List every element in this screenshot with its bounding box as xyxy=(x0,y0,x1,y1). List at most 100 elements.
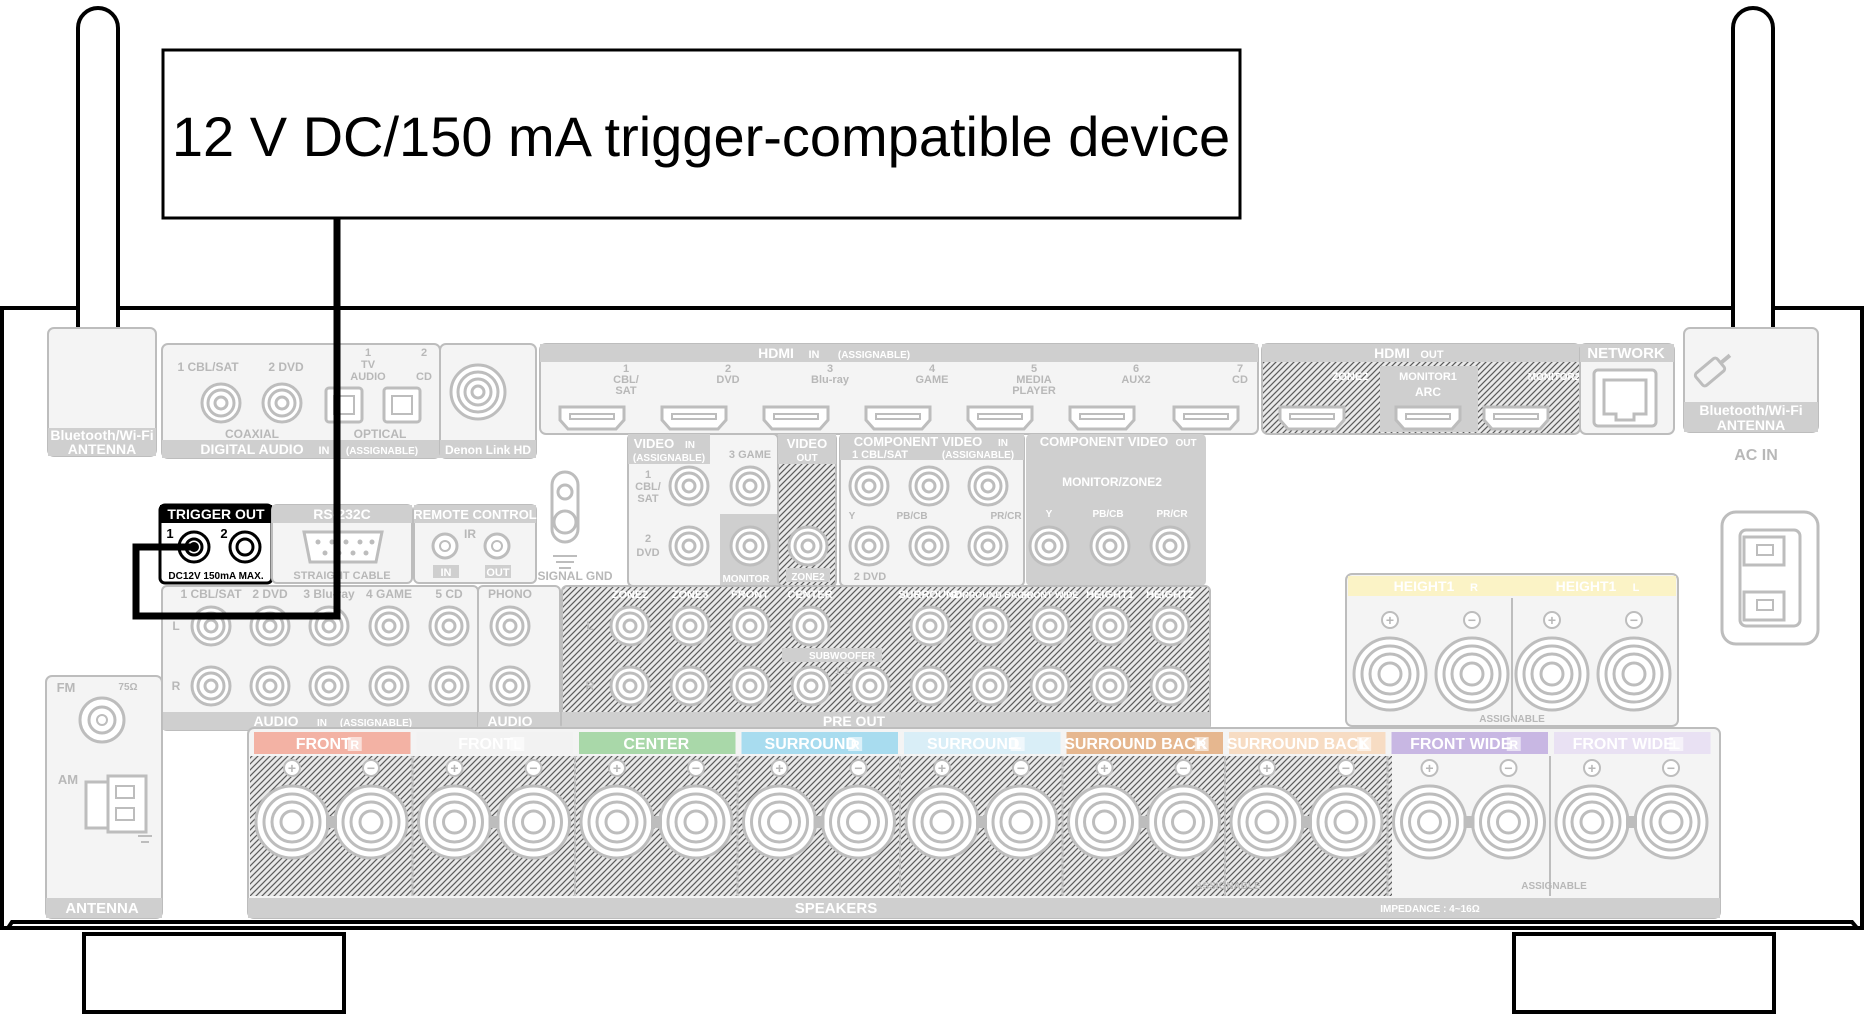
speaker-7-plus-post[interactable] xyxy=(1229,784,1305,860)
signal-gnd-terminal[interactable] xyxy=(550,470,580,569)
speaker-3-minus-post[interactable] xyxy=(658,784,734,860)
component-in-1-pb-jack[interactable] xyxy=(908,465,950,507)
component-in-2-pr-jack[interactable] xyxy=(967,525,1009,567)
network-port[interactable] xyxy=(1592,368,1658,428)
remote-out-jack[interactable] xyxy=(483,532,511,560)
speaker-8-plus-post[interactable] xyxy=(1392,784,1467,860)
component-in-1-pr-jack[interactable] xyxy=(967,465,1009,507)
hdmi-in-3-port[interactable] xyxy=(762,405,830,431)
speaker-4-minus-post[interactable] xyxy=(821,784,896,860)
video-out-zone2-jack[interactable] xyxy=(787,525,829,567)
height-post-2[interactable] xyxy=(1434,636,1510,712)
speaker-6-minus-post[interactable] xyxy=(1146,784,1221,860)
pre-out-5-l-jack[interactable] xyxy=(909,605,951,647)
component-in-2-pb-jack[interactable] xyxy=(908,525,950,567)
pre-out-1-r-jack[interactable] xyxy=(609,665,651,707)
phono-r-jack[interactable] xyxy=(489,665,531,707)
pre-out-4-l-jack[interactable] xyxy=(789,605,831,647)
pre-out-8-l-jack[interactable] xyxy=(1089,605,1131,647)
hdmi-in-1-port[interactable] xyxy=(558,405,626,431)
speaker-8-minus-post[interactable] xyxy=(1471,784,1546,860)
pre-out-9-r-jack[interactable] xyxy=(1149,665,1191,707)
component-out-title: COMPONENT VIDEO xyxy=(1040,434,1169,449)
pre-out-3-l-jack[interactable] xyxy=(729,605,771,647)
speaker-4-plus-post[interactable] xyxy=(742,784,817,860)
audio-in-1-r-jack[interactable] xyxy=(190,665,232,707)
video-out-monitor-jack[interactable] xyxy=(729,525,771,567)
speaker-5-plus-post[interactable] xyxy=(904,784,980,860)
speaker-9-plus-post[interactable] xyxy=(1554,784,1630,860)
audio-in-5-r-jack[interactable] xyxy=(428,665,470,707)
height-post-3[interactable] xyxy=(1514,636,1590,712)
speaker-7-side: L xyxy=(1360,738,1367,752)
coaxial-jack-1[interactable] xyxy=(200,382,242,424)
audio-in-5-l-jack[interactable] xyxy=(428,605,470,647)
speaker-2-minus-sign: − xyxy=(529,760,537,776)
audio-in-2-r-jack[interactable] xyxy=(249,665,291,707)
optical-jack-1[interactable] xyxy=(324,386,364,424)
pre-out-5-r-jack[interactable] xyxy=(909,665,951,707)
pre-out-7-r-jack[interactable] xyxy=(1029,665,1071,707)
signal-gnd-label: SIGNAL GND xyxy=(537,569,612,583)
coaxial-jack-2[interactable] xyxy=(261,382,303,424)
optical-label: OPTICAL xyxy=(354,427,407,441)
pre-out-7-l-jack[interactable] xyxy=(1029,605,1071,647)
trigger-device-label: 12 V DC/150 mA trigger-compatible device xyxy=(172,105,1230,168)
speaker-3-plus-icon: + xyxy=(608,759,626,777)
pre-out-2-l-jack[interactable] xyxy=(669,605,711,647)
remote-in-jack[interactable] xyxy=(431,532,459,560)
pre-out-9-l-jack[interactable] xyxy=(1149,605,1191,647)
phono-l-jack[interactable] xyxy=(489,605,531,647)
pre-out-8-r-jack[interactable] xyxy=(1089,665,1131,707)
speaker-6-plus-post[interactable] xyxy=(1067,784,1142,860)
hdmi-out-zone2-port[interactable] xyxy=(1278,405,1346,431)
speaker-1-plus-post[interactable] xyxy=(254,784,330,860)
speaker-1-minus-post[interactable] xyxy=(333,784,409,860)
audio-in-4-r-jack[interactable] xyxy=(368,665,410,707)
pre-out-6-r-jack[interactable] xyxy=(969,665,1011,707)
optical-jack-2[interactable] xyxy=(382,386,422,424)
hdmi-out-monitor2-port[interactable] xyxy=(1482,405,1550,431)
pre-out-1-l-jack[interactable] xyxy=(609,605,651,647)
speaker-9-minus-post[interactable] xyxy=(1633,784,1709,860)
audio-in-3-r-jack[interactable] xyxy=(308,665,350,707)
component-in-2-y-jack[interactable] xyxy=(848,525,890,567)
hdmi-out-monitor1-port[interactable] xyxy=(1394,405,1462,431)
speaker-8-plus-icon: + xyxy=(1420,759,1439,777)
denon-link-jack[interactable] xyxy=(449,363,507,421)
speaker-2-minus-post[interactable] xyxy=(496,784,571,860)
video-in-tag: IN xyxy=(685,440,695,451)
pre-out-6-l-jack[interactable] xyxy=(969,605,1011,647)
video-in-jack-3[interactable] xyxy=(729,465,771,507)
hdmi-in-4-port[interactable] xyxy=(864,405,932,431)
speaker-5-minus-post[interactable] xyxy=(983,784,1059,860)
component-out-pb-jack[interactable] xyxy=(1089,525,1131,567)
speaker-3-plus-post[interactable] xyxy=(579,784,655,860)
fm-antenna-jack[interactable] xyxy=(78,696,126,744)
subwoofer-1-jack[interactable] xyxy=(790,665,832,707)
trigger-out-jack-2[interactable] xyxy=(228,530,262,564)
component-in-1-y-jack[interactable] xyxy=(848,465,890,507)
video-in-jack-2[interactable] xyxy=(668,525,710,567)
pre-out-3-r-jack[interactable] xyxy=(729,665,771,707)
component-out-pr-jack[interactable] xyxy=(1149,525,1191,567)
speaker-7-minus-post[interactable] xyxy=(1308,784,1384,860)
hdmi-in-7-port[interactable] xyxy=(1172,405,1240,431)
subwoofer-2-jack[interactable] xyxy=(849,665,891,707)
height-minus-sign: − xyxy=(1630,612,1638,628)
rs232c-port[interactable] xyxy=(302,530,384,564)
pre-out-r-mark: R xyxy=(586,679,595,693)
height-post-1[interactable] xyxy=(1352,636,1428,712)
hdmi-in-6-port[interactable] xyxy=(1068,405,1136,431)
hdmi-in-2-port[interactable] xyxy=(660,405,728,431)
height-post-4[interactable] xyxy=(1596,636,1672,712)
video-in-jack-1[interactable] xyxy=(668,465,710,507)
pre-out-1-label: ZONE2 xyxy=(612,589,649,601)
component-out-sub: MONITOR/ZONE2 xyxy=(1062,475,1162,489)
speaker-2-plus-post[interactable] xyxy=(417,784,492,860)
component-out-y-jack[interactable] xyxy=(1028,525,1070,567)
audio-in-4-l-jack[interactable] xyxy=(368,605,410,647)
pre-out-2-r-jack[interactable] xyxy=(669,665,711,707)
am-antenna-terminal[interactable] xyxy=(84,774,152,843)
hdmi-in-5-port[interactable] xyxy=(966,405,1034,431)
